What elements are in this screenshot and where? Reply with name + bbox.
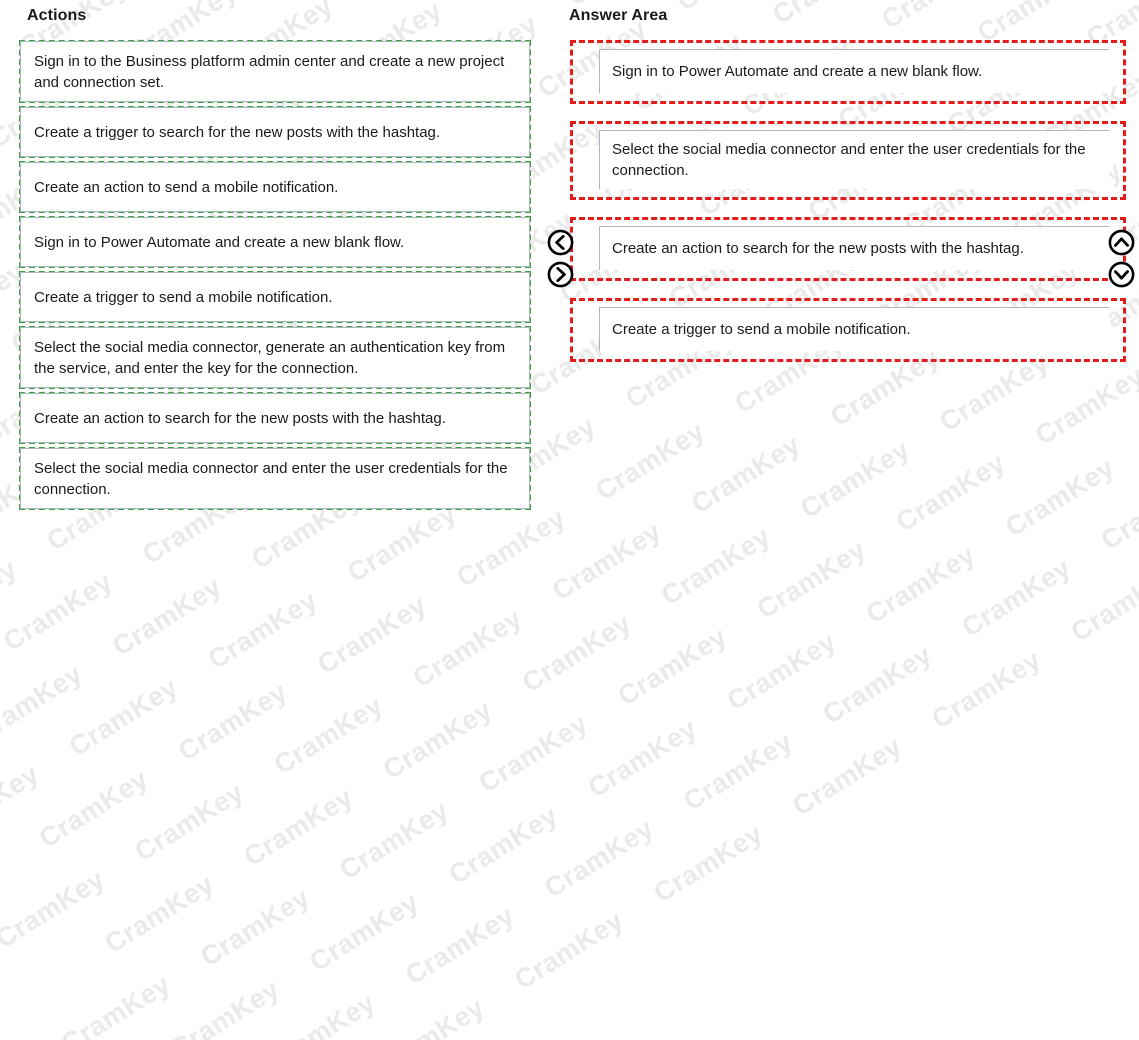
watermark-text: CramKey <box>656 520 776 612</box>
action-tile[interactable]: Sign in to Power Automate and create a n… <box>20 217 530 267</box>
action-tile[interactable]: Create an action to send a mobile notifi… <box>20 162 530 212</box>
answer-item-label: Select the social media connector and en… <box>612 141 1086 179</box>
watermark-text: CramKey <box>860 539 981 630</box>
answer-item-label: Sign in to Power Automate and create a n… <box>612 63 983 80</box>
watermark-text: CramKey <box>238 781 359 872</box>
watermark-text: CramKey <box>56 968 176 1040</box>
watermark-text: CramKey <box>165 973 285 1040</box>
watermark-text: CramKey <box>721 626 842 717</box>
watermark-text: CramKey <box>400 900 520 991</box>
watermark-text: CramKey <box>539 813 659 904</box>
watermark-text: CramKey <box>377 694 498 785</box>
watermark-text: CramKey <box>0 863 110 954</box>
action-tile[interactable]: Create an action to search for the new p… <box>20 393 530 443</box>
watermark-text: CramKey <box>648 818 768 909</box>
watermark-text: CramKey <box>0 566 118 657</box>
move-left-icon[interactable] <box>546 228 575 257</box>
actions-list: Sign in to the Business platform admin c… <box>19 40 531 513</box>
watermark-text: CramKey <box>751 534 872 625</box>
action-tile[interactable]: Create a trigger to search for the new p… <box>20 107 530 157</box>
action-item[interactable]: Select the social media connector, gener… <box>19 326 531 389</box>
watermark-text: CramKey <box>63 671 184 762</box>
watermark-text: CramKey <box>817 639 937 730</box>
move-down-icon[interactable] <box>1107 260 1136 289</box>
action-tile[interactable]: Select the social media connector and en… <box>20 448 530 509</box>
vertical-move-controls <box>1107 228 1136 289</box>
action-item-label: Create an action to send a mobile notifi… <box>34 179 339 196</box>
action-tile[interactable]: Sign in to the Business platform admin c… <box>20 41 530 102</box>
action-tile[interactable]: Select the social media connector, gener… <box>20 327 530 388</box>
answer-slot[interactable]: Select the social media connector and en… <box>570 121 1126 200</box>
answer-item-label: Create a trigger to send a mobile notifi… <box>612 321 911 338</box>
answer-slot[interactable]: Create an action to search for the new p… <box>570 217 1126 281</box>
watermark-text: CramKey <box>612 621 733 712</box>
watermark-text: CramKey <box>0 553 22 644</box>
action-item[interactable]: Create a trigger to search for the new p… <box>19 106 531 158</box>
watermark-text: CramKey <box>33 763 154 854</box>
action-item[interactable]: Sign in to the Business platform admin c… <box>19 40 531 103</box>
watermark-text: CramKey <box>582 713 703 804</box>
watermark-text: CramKey <box>678 726 798 817</box>
watermark-text: CramKey <box>509 905 629 996</box>
action-item-label: Create a trigger to send a mobile notifi… <box>34 289 333 306</box>
watermark-text: CramKey <box>370 992 490 1040</box>
action-item-label: Select the social media connector, gener… <box>34 339 506 377</box>
answer-tile[interactable]: Create an action to search for the new p… <box>599 226 1109 270</box>
watermark-text: CramKey <box>0 758 45 849</box>
watermark-text: CramKey <box>407 603 528 694</box>
answer-area-list: Sign in to Power Automate and create a n… <box>570 40 1126 379</box>
move-right-icon[interactable] <box>546 260 575 289</box>
action-item[interactable]: Create a trigger to send a mobile notifi… <box>19 271 531 323</box>
action-item-label: Select the social media connector and en… <box>34 460 508 498</box>
watermark-text: CramKey <box>443 800 564 891</box>
action-item[interactable]: Create an action to search for the new p… <box>19 392 531 444</box>
page-title-answer-area: Answer Area <box>569 7 668 24</box>
action-tile[interactable]: Create a trigger to send a mobile notifi… <box>20 272 530 322</box>
watermark-text: CramKey <box>0 658 88 749</box>
horizontal-move-controls <box>546 228 575 289</box>
watermark-text: CramKey <box>517 607 637 699</box>
watermark-text: CramKey <box>926 644 1047 735</box>
watermark-text: CramKey <box>99 868 220 959</box>
watermark-text: CramKey <box>107 571 227 662</box>
watermark-text: CramKey <box>546 516 667 607</box>
answer-item-label: Create an action to search for the new p… <box>612 240 1024 257</box>
answer-slot[interactable]: Sign in to Power Automate and create a n… <box>570 40 1126 104</box>
watermark-text: CramKey <box>956 552 1077 643</box>
action-item-label: Sign in to Power Automate and create a n… <box>34 234 405 251</box>
watermark-text: CramKey <box>260 987 381 1040</box>
watermark-text: CramKey <box>334 795 454 886</box>
answer-slot[interactable]: Create a trigger to send a mobile notifi… <box>570 298 1126 362</box>
watermark-text: CramKey <box>195 882 315 973</box>
action-item[interactable]: Sign in to Power Automate and create a n… <box>19 216 531 268</box>
watermark-text: CramKey <box>304 886 424 978</box>
action-item-label: Create a trigger to search for the new p… <box>34 124 441 141</box>
answer-tile[interactable]: Create a trigger to send a mobile notifi… <box>599 307 1109 351</box>
question-page: Actions Answer Area Sign in to the Busin… <box>19 7 1136 513</box>
watermark-text: CramKey <box>173 676 293 767</box>
move-up-icon[interactable] <box>1107 228 1136 257</box>
action-item-label: Sign in to the Business platform admin c… <box>34 53 505 91</box>
action-item[interactable]: Select the social media connector and en… <box>19 447 531 510</box>
page-title-actions: Actions <box>27 7 87 24</box>
answer-tile[interactable]: Sign in to Power Automate and create a n… <box>599 49 1109 93</box>
watermark-text: CramKey <box>268 689 389 781</box>
action-item-label: Create an action to search for the new p… <box>34 410 446 427</box>
watermark-text: CramKey <box>202 584 323 675</box>
answer-tile[interactable]: Select the social media connector and en… <box>599 130 1109 189</box>
watermark-text: CramKey <box>1065 557 1139 648</box>
watermark-text: CramKey <box>312 589 432 680</box>
watermark-text: CramKey <box>129 776 249 868</box>
watermark-text: CramKey <box>473 708 593 799</box>
watermark-text: CramKey <box>787 731 907 822</box>
action-item[interactable]: Create an action to send a mobile notifi… <box>19 161 531 213</box>
